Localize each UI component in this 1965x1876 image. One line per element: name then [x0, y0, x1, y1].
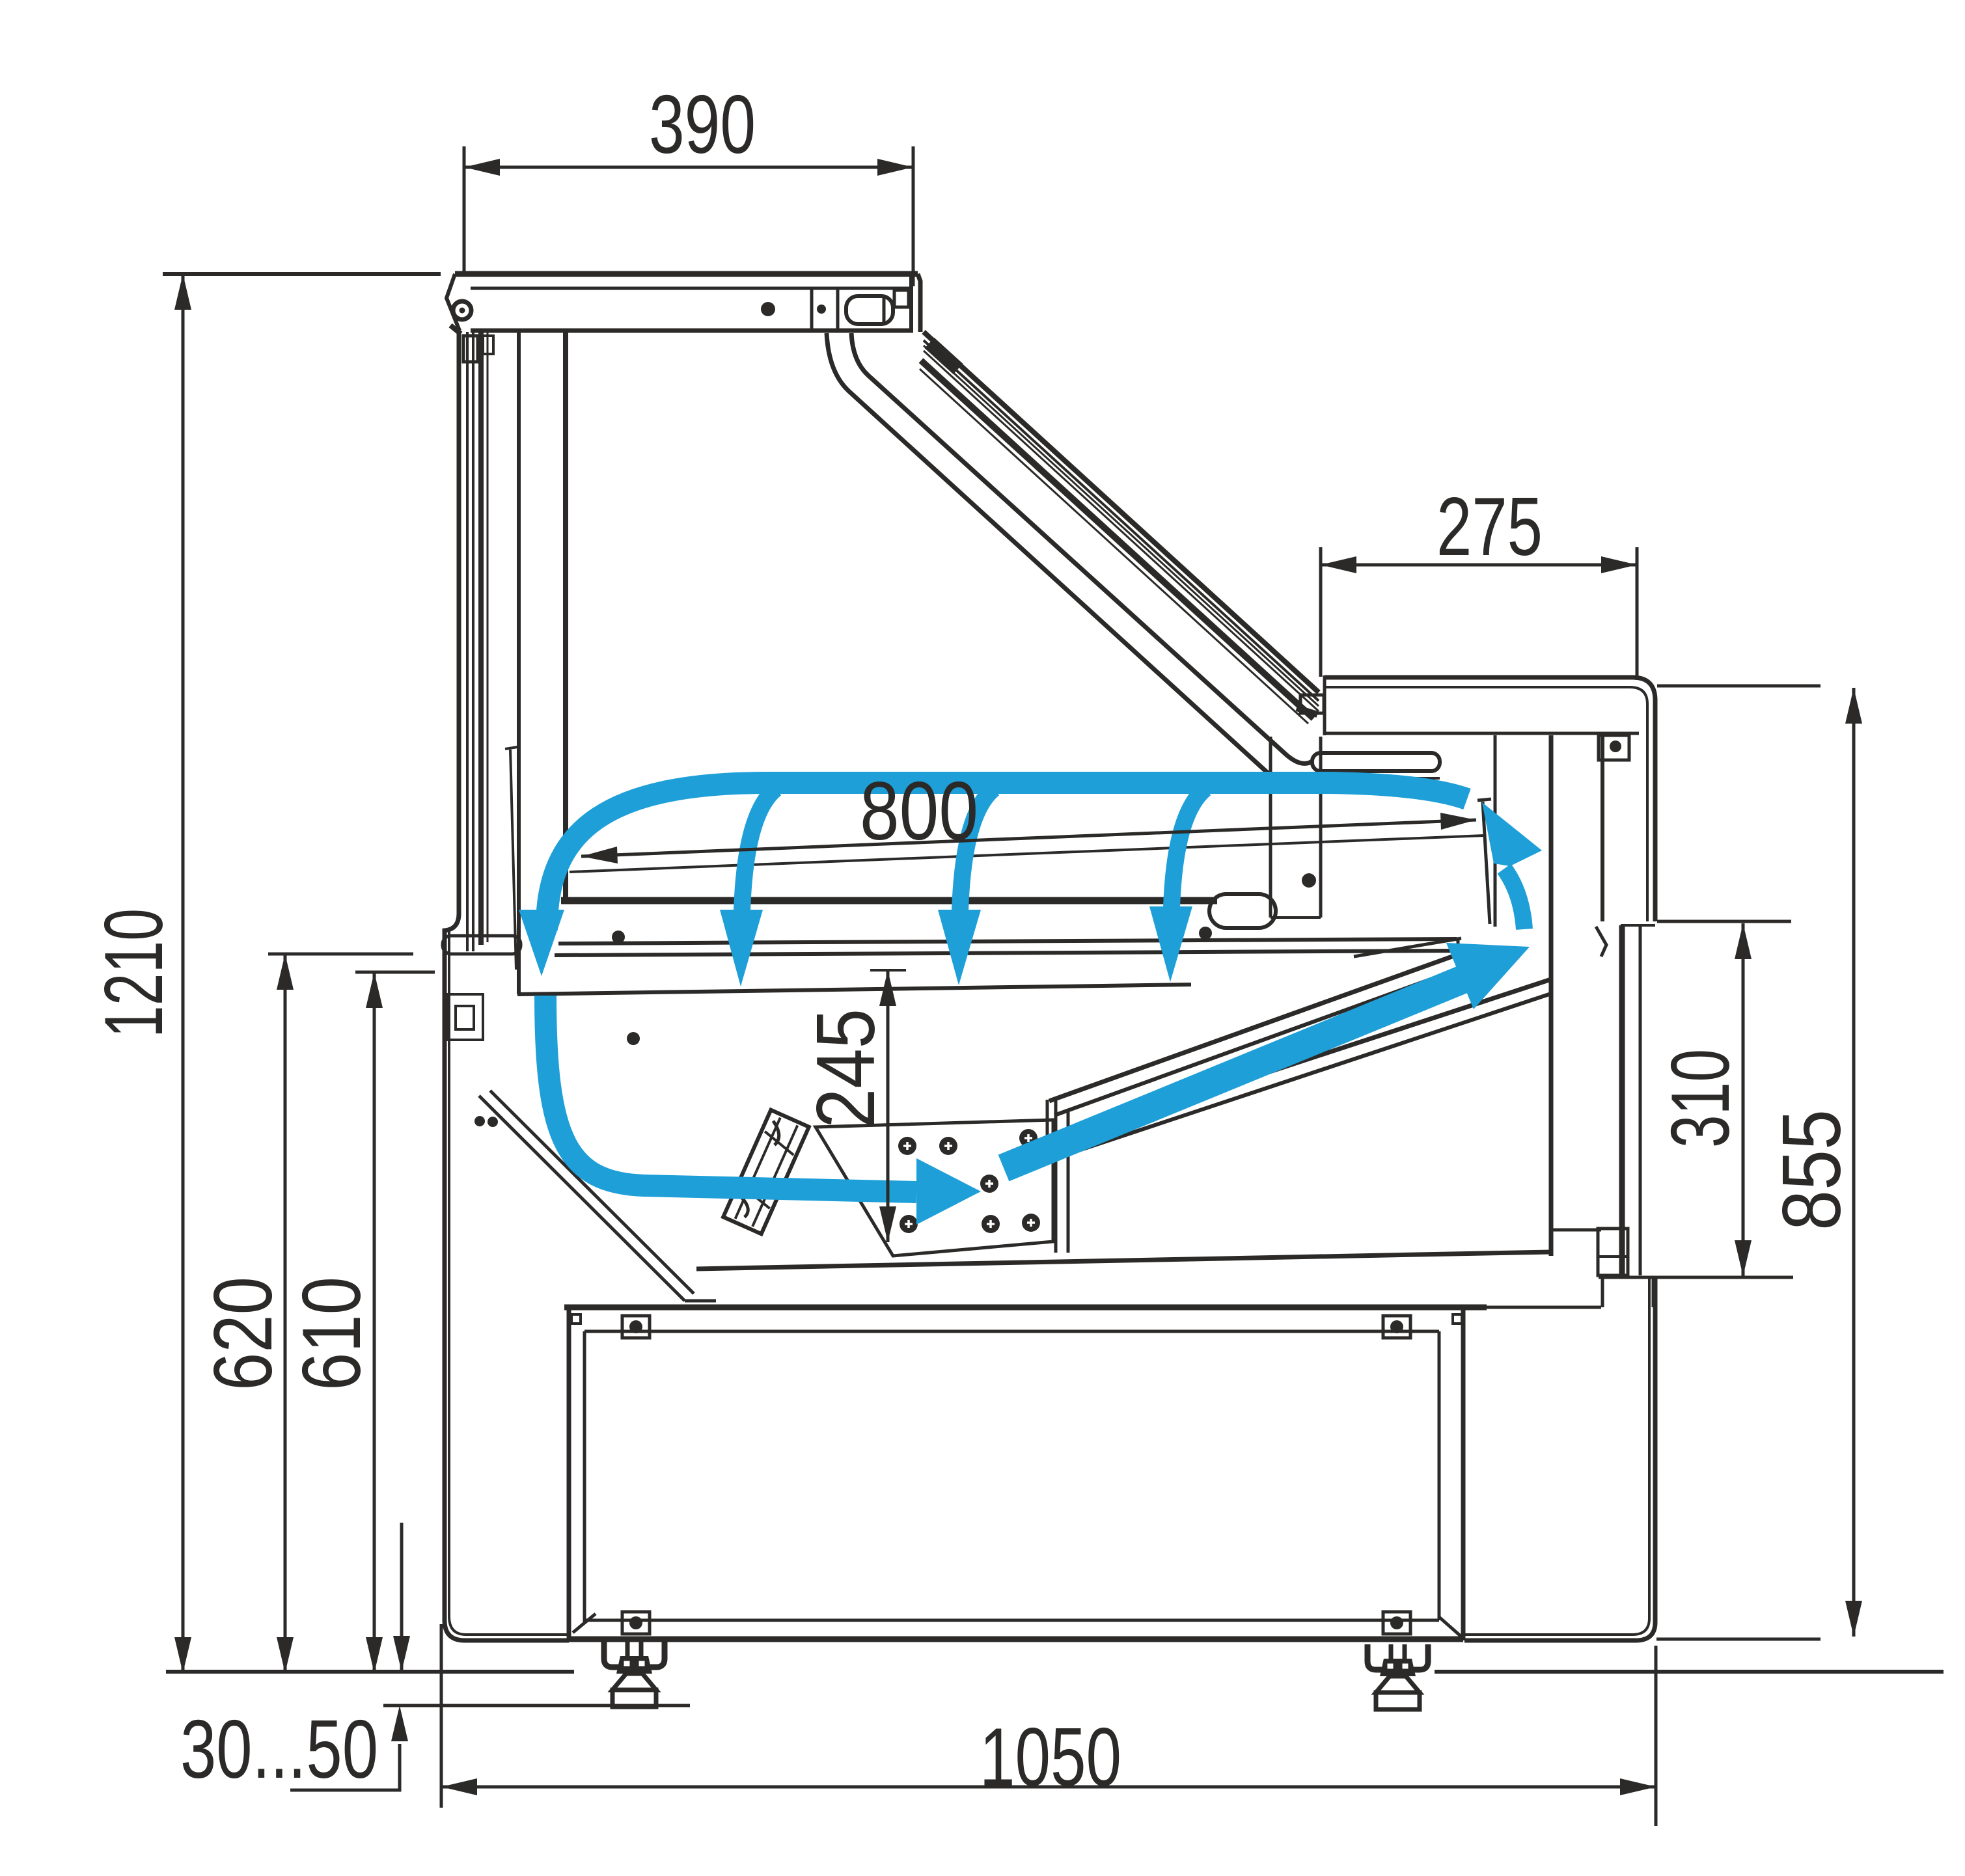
svg-text:620: 620 — [197, 1277, 289, 1391]
svg-text:310: 310 — [1654, 1049, 1746, 1148]
svg-text:390: 390 — [649, 78, 756, 170]
svg-text:1210: 1210 — [87, 908, 180, 1038]
svg-text:610: 610 — [285, 1277, 378, 1391]
svg-text:30...50: 30...50 — [180, 1703, 378, 1795]
svg-text:245: 245 — [799, 1009, 892, 1128]
svg-text:275: 275 — [1436, 480, 1543, 573]
svg-text:855: 855 — [1765, 1109, 1858, 1230]
svg-text:1050: 1050 — [980, 1711, 1121, 1803]
svg-text:800: 800 — [860, 765, 978, 857]
